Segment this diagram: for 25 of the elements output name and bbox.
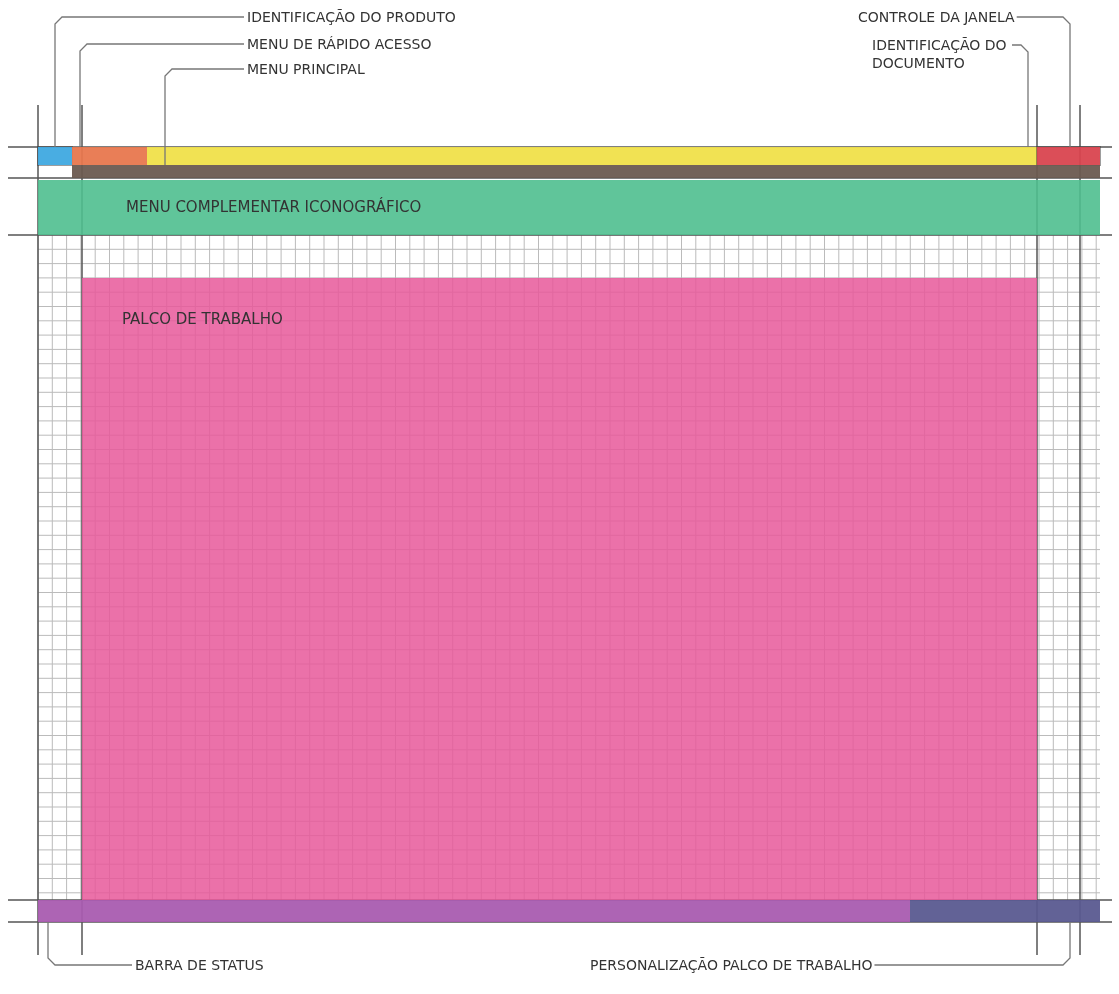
customization-bar [910,900,1100,922]
status-bar [38,900,910,922]
area-label: PALCO DE TRABALHO [122,310,283,328]
area-label: MENU COMPLEMENTAR ICONOGRÁFICO [126,198,422,216]
title-bar [147,147,1037,165]
toolbar-band [38,180,1100,235]
callout-label: MENU PRINCIPAL [247,60,365,78]
leader-line [164,68,245,166]
callout-label: MENU DE RÁPIDO ACESSO [247,35,432,53]
workspace-area [82,278,1037,900]
callout-label: IDENTIFICAÇÃO DO DOCUMENTO [872,36,1010,72]
leader-line [1011,44,1029,148]
callout-label: IDENTIFICAÇÃO DO PRODUTO [247,8,456,26]
window-control-block [1037,147,1100,165]
leader-line [1016,16,1071,148]
leader-line [47,921,133,966]
leader-line [79,43,245,148]
product-id-block [38,147,72,165]
callout-label: CONTROLE DA JANELA [858,8,1015,26]
leader-line [873,921,1071,966]
quick-access-bar [72,147,147,165]
callout-label: PERSONALIZAÇÃO PALCO DE TRABALHO [590,956,873,974]
leader-line [54,16,245,148]
callout-label: BARRA DE STATUS [135,956,264,974]
menu-bar [72,165,1100,178]
